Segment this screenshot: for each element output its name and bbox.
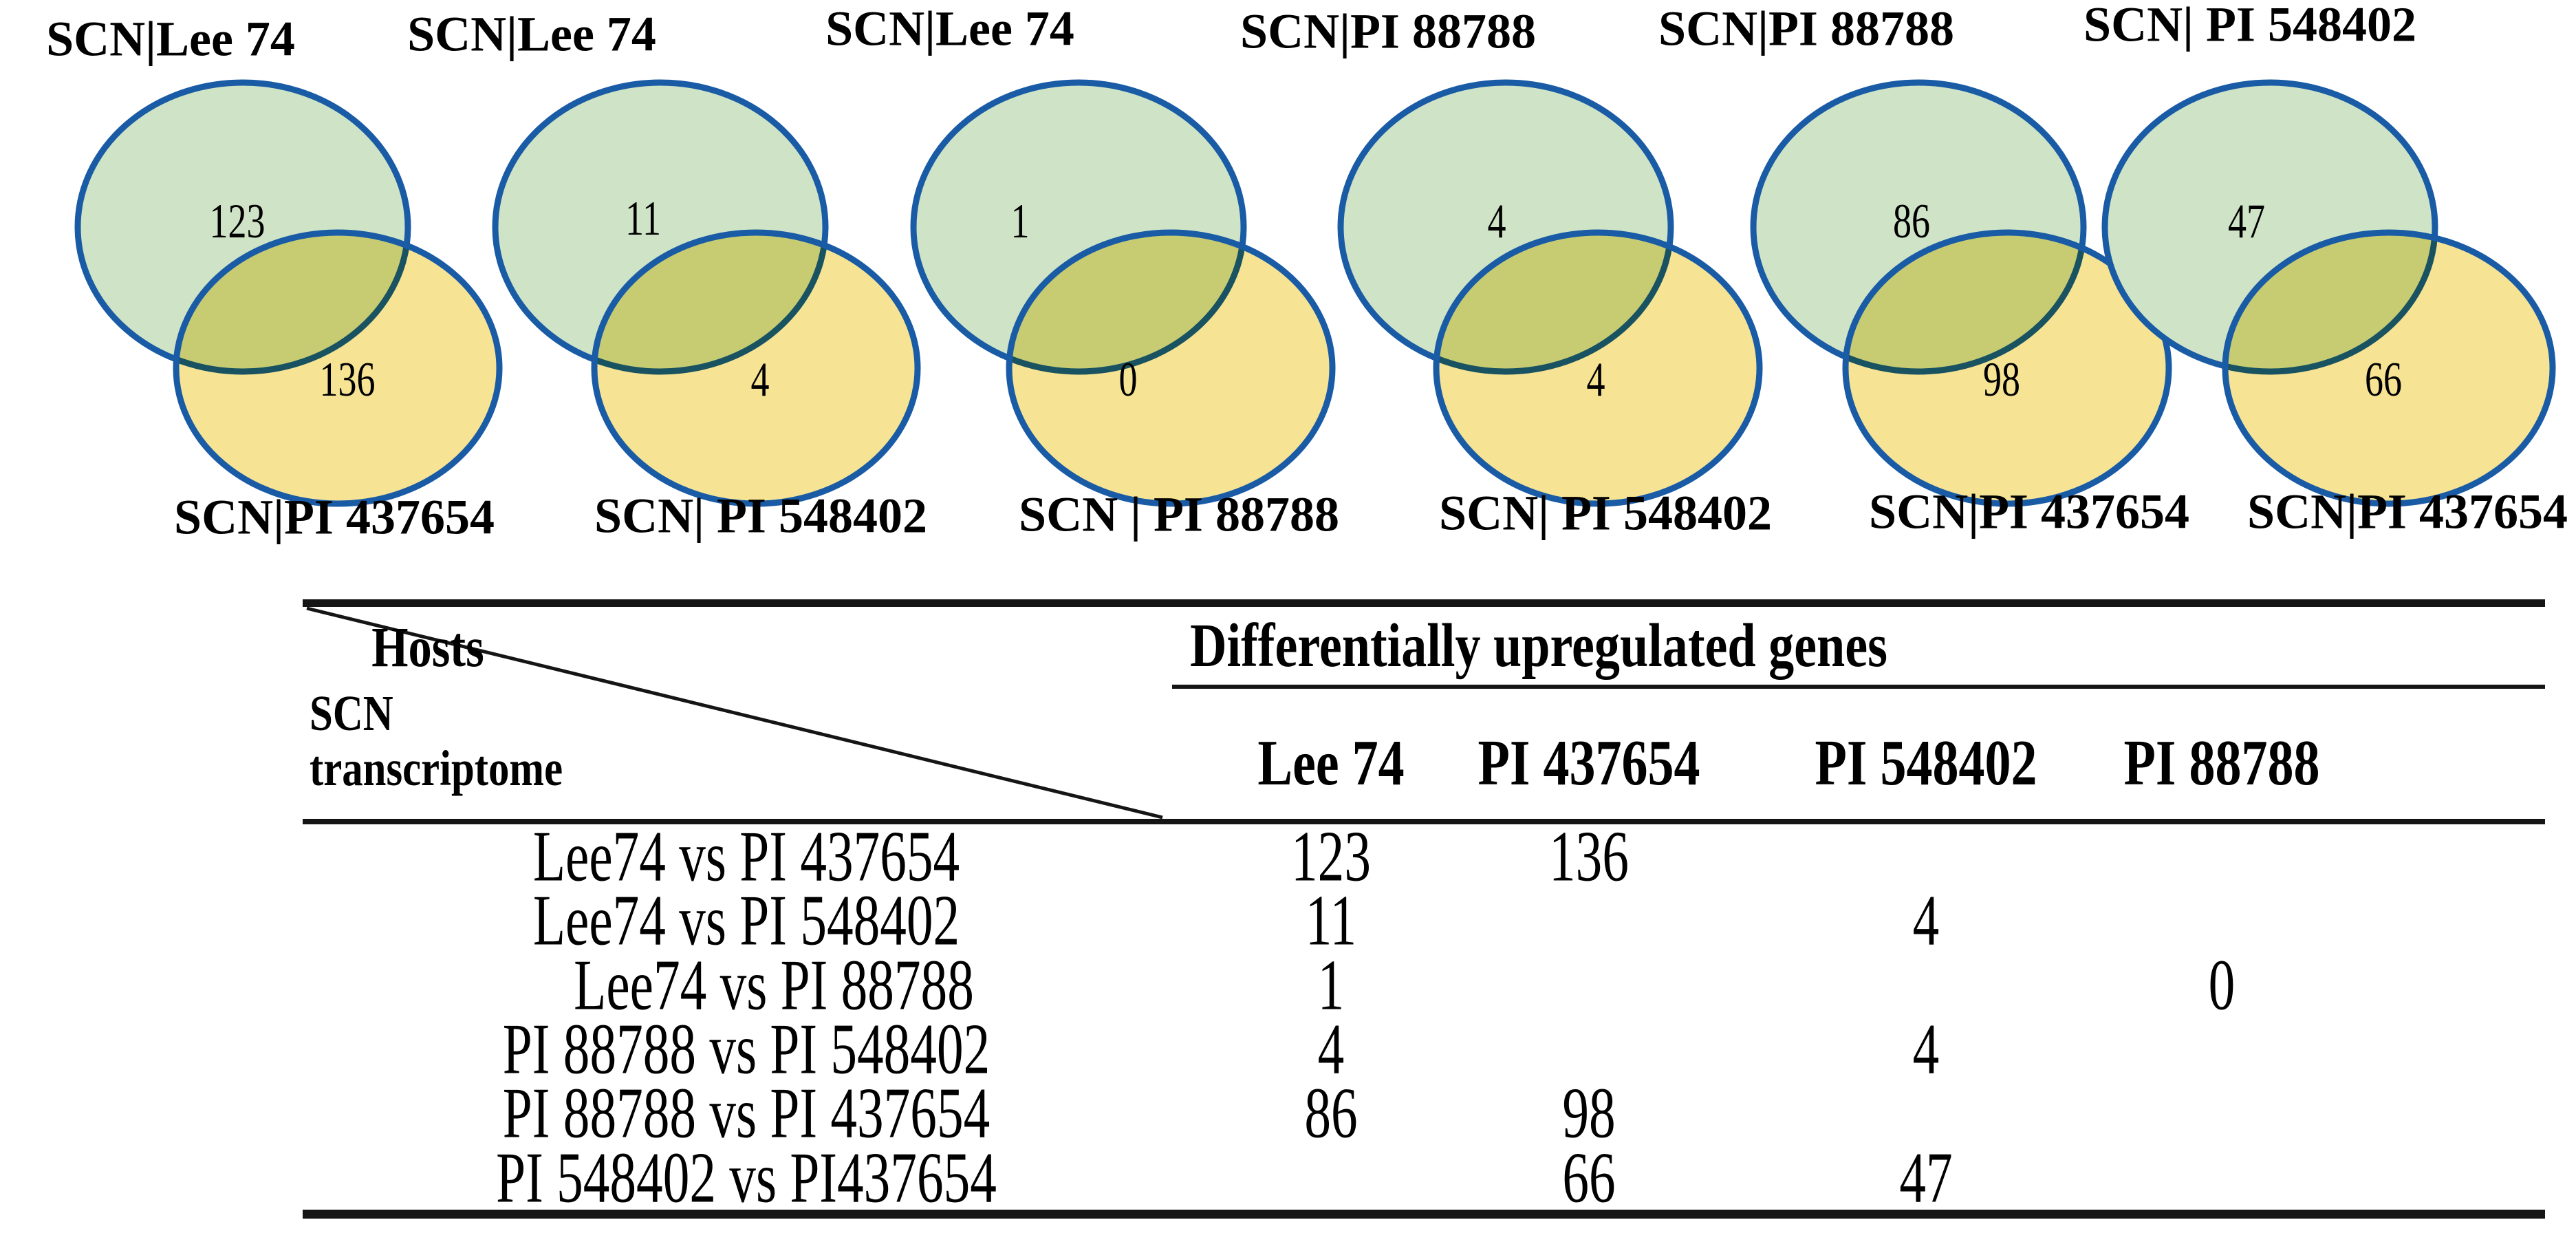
table-cell: 4 xyxy=(1912,1009,1940,1090)
venn-2-yellow-count: 4 xyxy=(750,352,770,407)
table-corner-transcriptome-line: transcriptome xyxy=(310,740,563,797)
table-cell: 0 xyxy=(2208,945,2236,1026)
venn-1-green-count: 123 xyxy=(209,194,266,248)
venn-3-bottom-label: SCN | PI 88788 xyxy=(1019,486,1339,542)
venn-1 xyxy=(74,79,503,507)
row-label: Lee74 vs PI 437654 xyxy=(532,816,960,897)
table-corner-hosts-label: Hosts xyxy=(371,615,484,679)
venn-4-bottom-label: SCN| PI 548402 xyxy=(1439,485,1772,541)
venn-3 xyxy=(910,79,1336,507)
venn-1-top-label: SCN|Lee 74 xyxy=(46,11,295,67)
table-cell: 1 xyxy=(1317,945,1345,1026)
venn-4-yellow-ellipse-fill xyxy=(1436,233,1760,504)
table-col-header-pi437654: PI 437654 xyxy=(1478,727,1700,800)
table-col-header-pi548402: PI 548402 xyxy=(1815,727,2037,800)
venn-2-bottom-label: SCN| PI 548402 xyxy=(594,488,927,544)
table-col-header-pi88788: PI 88788 xyxy=(2123,727,2320,800)
venn-2 xyxy=(492,79,921,507)
venn-6 xyxy=(2101,79,2556,507)
venn-5-green-count: 86 xyxy=(1893,194,1930,248)
table-cell: 98 xyxy=(1562,1073,1616,1154)
table-cell: 86 xyxy=(1304,1073,1358,1154)
venn-1-yellow-ellipse-outline xyxy=(173,229,503,507)
venn-3-green-count: 1 xyxy=(1010,194,1030,248)
venn-2-top-label: SCN|Lee 74 xyxy=(407,6,656,62)
row-label: Lee74 vs PI 548402 xyxy=(532,880,960,961)
table-cell: 11 xyxy=(1305,880,1357,961)
venn-6-yellow-ellipse-fill xyxy=(2225,233,2553,504)
venn-3-top-label: SCN|Lee 74 xyxy=(825,1,1074,56)
venn-6-top-label: SCN| PI 548402 xyxy=(2083,0,2416,52)
table-cell: 136 xyxy=(1549,816,1629,897)
venn-2-yellow-ellipse-fill xyxy=(594,233,918,504)
row-label: PI 548402 vs PI437654 xyxy=(496,1137,997,1219)
table-cell: 4 xyxy=(1317,1009,1345,1090)
venn-3-yellow-ellipse-fill xyxy=(1009,233,1332,504)
venn-3-yellow-ellipse-outline xyxy=(1006,229,1336,507)
venn-5-top-label: SCN|PI 88788 xyxy=(1658,1,1954,56)
venn-5-yellow-count: 98 xyxy=(1983,352,2020,407)
venn-2-green-count: 11 xyxy=(625,191,662,246)
venn-6-bottom-label: SCN|PI 437654 xyxy=(2247,484,2568,539)
table-cell: 66 xyxy=(1562,1137,1616,1219)
venn-5-yellow-ellipse-fill xyxy=(1846,233,2169,504)
table-group-underline xyxy=(1172,685,2545,689)
venn-4-top-label: SCN|PI 88788 xyxy=(1240,3,1536,59)
row-label: PI 88788 vs PI 437654 xyxy=(502,1073,991,1154)
table-bottom-border xyxy=(303,1210,2545,1219)
venn-4-green-count: 4 xyxy=(1487,194,1506,248)
venn-4 xyxy=(1337,79,1763,507)
row-label: PI 88788 vs PI 548402 xyxy=(502,1009,991,1090)
venn-5 xyxy=(1750,79,2172,507)
table-cell: 47 xyxy=(1899,1137,1953,1219)
venn-5-bottom-label: SCN|PI 437654 xyxy=(1869,484,2189,539)
venn-2-yellow-ellipse-outline xyxy=(591,229,921,507)
table-cell: 123 xyxy=(1291,816,1371,897)
venn-1-yellow-count: 136 xyxy=(319,352,376,407)
table-corner-diagonal-line xyxy=(306,606,1163,820)
venn-6-green-count: 47 xyxy=(2228,194,2265,248)
table-top-border xyxy=(303,599,2545,607)
venn-6-yellow-count: 66 xyxy=(2365,352,2402,407)
venn-4-yellow-ellipse-outline xyxy=(1433,229,1763,507)
table-header-underline xyxy=(303,819,2545,824)
venn-3-yellow-count: 0 xyxy=(1118,352,1138,407)
table-corner-scn-line: SCN xyxy=(310,685,393,742)
row-label: Lee74 vs PI 88788 xyxy=(574,945,974,1026)
venn-1-bottom-label: SCN|PI 437654 xyxy=(174,489,495,545)
venn-1-yellow-ellipse-fill xyxy=(176,233,499,504)
table-col-header-lee74: Lee 74 xyxy=(1257,727,1405,800)
venn-6-yellow-ellipse-outline xyxy=(2222,229,2556,507)
venn-4-yellow-count: 4 xyxy=(1586,352,1605,407)
table-cell: 4 xyxy=(1912,880,1940,961)
venn-5-yellow-ellipse-outline xyxy=(1842,229,2172,507)
table-group-header: Differentially upregulated genes xyxy=(1190,610,1887,680)
